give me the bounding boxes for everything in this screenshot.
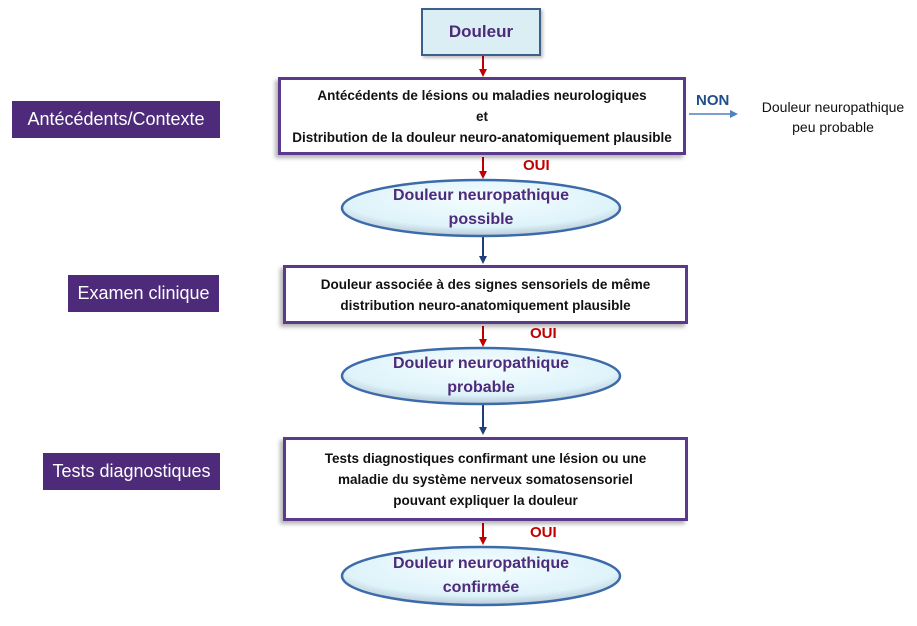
arrow-outcome-2-to-criteria-3: [479, 405, 487, 435]
criteria-line: maladie du système nerveux somatosensori…: [338, 471, 633, 487]
no-label: NON: [696, 92, 730, 109]
criteria-line: Antécédents de lésions ou maladies neuro…: [317, 87, 647, 103]
outcome-line: probable: [447, 379, 515, 396]
criteria-line: et: [475, 108, 488, 124]
arrow-criteria-2-to-outcome-2: [479, 326, 487, 347]
outcome-text-confirmee: Douleur neuropathique confirmée: [342, 547, 620, 605]
stage-label-tests-diagnostiques: Tests diagnostiques: [43, 453, 220, 490]
stage-label-text: Tests diagnostiques: [52, 461, 211, 481]
start-node-douleur: Douleur: [421, 8, 541, 56]
stage-label-text: Antécédents/Contexte: [27, 109, 205, 129]
criteria-line: Distribution de la douleur neuro-anatomi…: [292, 129, 672, 145]
arrow-criteria-1-to-outcome-1: [479, 157, 487, 179]
arrow-start-to-criteria-1: [479, 56, 487, 77]
arrow-outcome-1-to-criteria-2: [479, 237, 487, 264]
arrow-no-branch: [689, 110, 738, 118]
outcome-text-probable: Douleur neuropathique probable: [342, 348, 620, 404]
criteria-box-1: Antécédents de lésions ou maladies neuro…: [278, 77, 686, 155]
outcome-line: Douleur neuropathique: [393, 355, 569, 372]
criteria-line: distribution neuro-anatomiquement plausi…: [340, 297, 631, 313]
start-node-label: Douleur: [448, 22, 514, 41]
arrow-criteria-3-to-outcome-3: [479, 523, 487, 545]
criteria-box-2: Douleur associée à des signes sensoriels…: [283, 265, 688, 324]
criteria-line: Tests diagnostiques confirmant une lésio…: [324, 450, 647, 466]
outcome-line: Douleur neuropathique: [393, 187, 569, 204]
stage-label-examen-clinique: Examen clinique: [68, 275, 219, 312]
outcome-line: confirmée: [442, 579, 520, 596]
stage-label-antecedents: Antécédents/Contexte: [12, 101, 220, 138]
outcome-ellipse-2: [340, 346, 622, 406]
outcome-line: possible: [448, 211, 514, 228]
yes-label-3: OUI: [530, 524, 557, 541]
outcome-ellipse-1: [340, 178, 622, 238]
criteria-box-3: Tests diagnostiques confirmant une lésio…: [283, 437, 688, 521]
no-outcome-peu-probable: Douleur neuropathique peu probable: [748, 97, 917, 137]
no-outcome-line: peu probable: [792, 119, 874, 135]
criteria-line: Douleur associée à des signes sensoriels…: [320, 276, 651, 292]
outcome-line: Douleur neuropathique: [393, 555, 569, 572]
outcome-text-possible: Douleur neuropathique possible: [342, 180, 620, 236]
criteria-line: pouvant expliquer la douleur: [393, 492, 578, 508]
no-outcome-line: Douleur neuropathique: [761, 99, 905, 115]
outcome-ellipse-3: [340, 545, 622, 607]
yes-label-1: OUI: [523, 157, 550, 174]
yes-label-2: OUI: [530, 325, 557, 342]
stage-label-text: Examen clinique: [77, 283, 210, 303]
